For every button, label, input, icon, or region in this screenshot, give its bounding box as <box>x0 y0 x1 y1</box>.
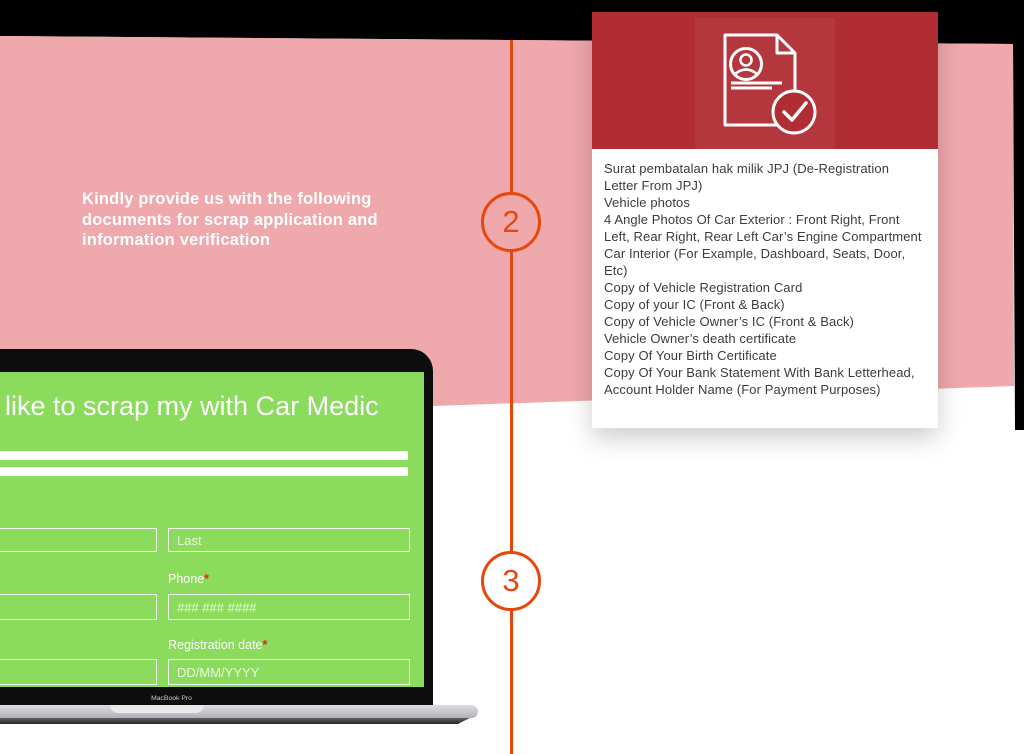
document-list-item: Surat pembatalan hak milik JPJ (De-Regis… <box>604 161 890 193</box>
laptop-base <box>0 705 478 718</box>
laptop-lid-notch <box>110 705 204 713</box>
divider-bar <box>0 451 408 460</box>
required-asterisk: * <box>204 572 210 586</box>
document-list-item: Vehicle photos <box>604 195 690 210</box>
timeline-step-3-number: 3 <box>502 563 520 598</box>
timeline-step-2: 2 <box>481 192 541 252</box>
documents-card-header <box>592 12 938 149</box>
document-list-item: Copy Of Your Birth Certificate <box>604 348 777 363</box>
last-name-input[interactable] <box>168 528 410 552</box>
document-list-item: Copy of Vehicle Owner’s IC (Front & Back… <box>604 314 854 329</box>
phone-input[interactable] <box>168 594 410 620</box>
registration-date-label: Registration date* <box>168 638 268 652</box>
phone-label: Phone* <box>168 572 210 586</box>
document-list-item: Copy of Vehicle Registration Card <box>604 280 803 295</box>
required-asterisk: * <box>262 638 268 652</box>
first-name-input[interactable] <box>0 528 157 552</box>
timeline-line <box>510 40 513 754</box>
timeline-step-3: 3 <box>481 551 541 611</box>
registration-number-input[interactable] <box>0 659 157 685</box>
email-input[interactable] <box>0 594 157 620</box>
document-list-item: Copy Of Your Bank Statement With Bank Le… <box>604 365 915 397</box>
divider-bar <box>0 467 408 476</box>
document-list-item: Vehicle Owner’s death certificate <box>604 331 797 346</box>
timeline-step-2-number: 2 <box>502 204 520 239</box>
document-verification-icon <box>723 33 817 135</box>
laptop-bottom-edge <box>0 718 470 724</box>
documents-card: Surat pembatalan hak milik JPJ (De-Regis… <box>592 12 938 428</box>
documents-list: Surat pembatalan hak milik JPJ (De-Regis… <box>592 149 938 398</box>
form-page-title: like to scrap my with Car Medic <box>5 391 379 421</box>
document-list-item: 4 Angle Photos Of Car Exterior : Front R… <box>604 212 922 278</box>
registration-date-input[interactable] <box>168 659 410 685</box>
laptop-screen-content: like to scrap my with Car Medic Phone* R… <box>0 372 424 687</box>
device-label: MacBook Pro <box>151 694 192 703</box>
document-list-item: Copy of your IC (Front & Back) <box>604 297 785 312</box>
laptop-screen-bezel: like to scrap my with Car Medic Phone* R… <box>0 349 433 705</box>
hero-heading: Kindly provide us with the following doc… <box>82 190 378 249</box>
